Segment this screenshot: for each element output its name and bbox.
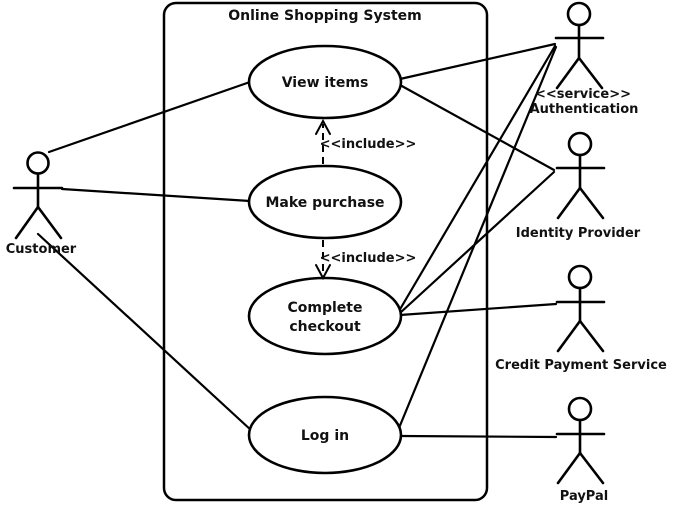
log-in-ellipse (247, 395, 403, 475)
use-case-view-items: View items (247, 44, 403, 120)
authentication-stereotype: <<service>> (535, 87, 631, 102)
identity-provider-left-leg (556, 186, 582, 220)
association-log-in-paypal (398, 434, 558, 439)
association-customer-make-purchase (60, 187, 252, 203)
credit-payment-label: Credit Payment Service (495, 358, 667, 373)
use-case-make-purchase: Make purchase (247, 164, 403, 240)
customer-label: Customer (6, 242, 77, 257)
association-complete-checkout-identity-provider (398, 170, 556, 315)
paypal-label: PayPal (560, 489, 608, 504)
association-complete-checkout-credit-payment (398, 302, 558, 317)
actor-credit-payment-service: Credit Payment Service (495, 264, 667, 373)
customer-head-icon (26, 151, 50, 175)
complete-checkout-ellipse (247, 276, 403, 356)
customer-right-leg (36, 205, 63, 240)
make-purchase-ellipse (247, 164, 403, 240)
association-log-in-authentication (397, 45, 558, 430)
use-case-complete-checkout: Complete checkout (247, 276, 403, 356)
identity-provider-label: Identity Provider (516, 226, 641, 241)
actor-authentication: <<service>> Authentication (530, 1, 639, 117)
view-items-ellipse (247, 44, 403, 120)
paypal-right-leg (578, 451, 605, 485)
system-title: Online Shopping System (228, 8, 422, 24)
log-in-label: Log in (301, 428, 349, 444)
view-items-label: View items (282, 75, 369, 91)
include-label-2: <<include>> (320, 251, 417, 266)
include-make-purchase-complete-checkout: <<include>> (315, 240, 417, 281)
include-arrowhead-up-icon (315, 118, 331, 135)
credit-payment-head-icon (567, 264, 593, 290)
include-arrowhead-down-icon (315, 264, 331, 281)
authentication-head-icon (566, 1, 592, 27)
credit-payment-left-leg (556, 319, 582, 353)
include-label-1: <<include>> (320, 137, 417, 152)
association-customer-view-items (47, 80, 252, 154)
association-complete-checkout-authentication (397, 44, 557, 313)
complete-checkout-label-line2: checkout (289, 319, 361, 335)
authentication-left-leg (555, 56, 581, 90)
credit-payment-right-leg (578, 319, 605, 353)
system-boundary (162, 1, 489, 502)
identity-provider-head-icon (567, 131, 593, 157)
customer-left-leg (14, 205, 40, 240)
use-case-log-in: Log in (247, 395, 403, 475)
include-make-purchase-view-items: <<include>> (315, 118, 417, 164)
association-customer-log-in (36, 232, 254, 433)
actor-customer: Customer (6, 151, 77, 257)
identity-provider-right-leg (578, 186, 605, 220)
association-view-items-identity-provider (398, 83, 556, 172)
make-purchase-label: Make purchase (265, 195, 384, 211)
actor-paypal: PayPal (555, 396, 608, 504)
associations (36, 42, 558, 439)
authentication-label: Authentication (530, 102, 639, 117)
complete-checkout-label-line1: Complete (288, 300, 363, 316)
paypal-head-icon (567, 396, 593, 422)
paypal-left-leg (556, 451, 582, 485)
authentication-right-leg (577, 56, 604, 90)
association-view-items-authentication (398, 42, 557, 81)
actor-identity-provider: Identity Provider (516, 131, 641, 241)
